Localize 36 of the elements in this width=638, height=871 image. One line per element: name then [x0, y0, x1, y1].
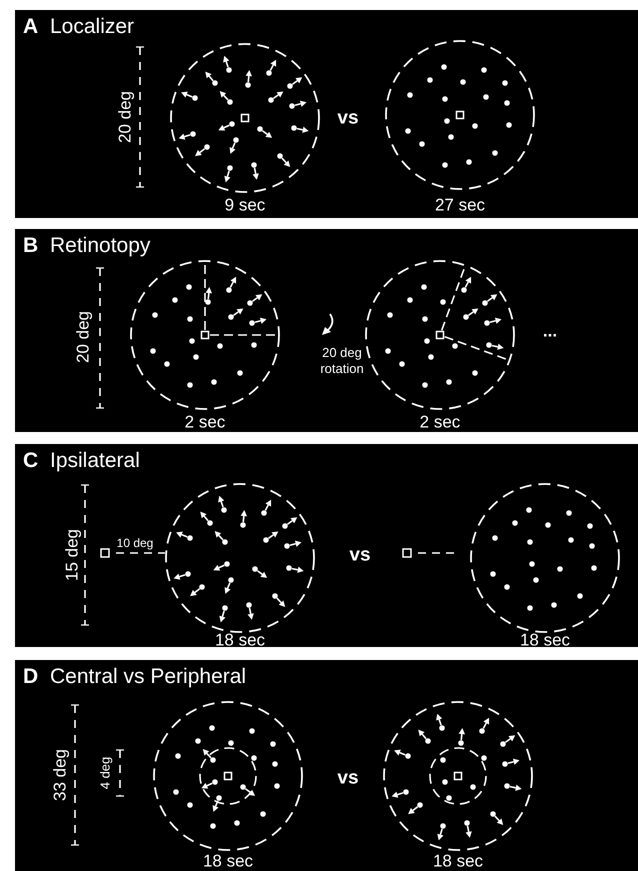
duration-label: 18 sec — [202, 852, 254, 870]
annotation-label: 15 deg — [64, 529, 80, 581]
stimulus-circle — [382, 37, 538, 193]
stimulus-circle — [167, 40, 323, 196]
panel — [15, 660, 638, 871]
panel-title: Localizer — [50, 14, 134, 40]
annotation-label: 20 deg rotation — [319, 344, 365, 378]
annotation-label: 20 deg — [74, 311, 92, 363]
panel-letter: B — [23, 233, 38, 259]
annotation-label: ... — [542, 322, 558, 340]
duration-label: 18 sec — [214, 632, 266, 648]
panel-title: Central vs Peripheral — [50, 664, 246, 690]
stimulus-circle — [362, 257, 518, 413]
annotation-label: 33 deg — [52, 749, 68, 801]
duration-label: 27 sec — [434, 196, 486, 214]
annotation-label: vs — [349, 546, 371, 564]
panel — [15, 10, 638, 218]
panel — [15, 444, 638, 647]
panel-letter: A — [23, 14, 38, 40]
panel — [15, 229, 638, 432]
panel-title: Retinotopy — [50, 233, 150, 259]
annotation-label: 20 deg — [116, 91, 134, 143]
stimulus-circle — [150, 698, 306, 854]
duration-label: 18 sec — [520, 632, 570, 648]
annotation-label: vs — [337, 108, 359, 128]
duration-label: 2 sec — [420, 414, 460, 430]
panel-title: Ipsilateral — [50, 448, 140, 474]
duration-label: 18 sec — [432, 852, 484, 870]
annotation-label: vs — [337, 768, 359, 788]
stimulus-circle — [380, 698, 536, 854]
stimulus-circle — [127, 257, 283, 413]
duration-label: 2 sec — [184, 414, 226, 430]
annotation-label: 4 deg — [98, 756, 112, 790]
panel-letter: C — [23, 448, 38, 474]
duration-label: 9 sec — [224, 196, 266, 214]
panel-letter: D — [23, 664, 38, 690]
